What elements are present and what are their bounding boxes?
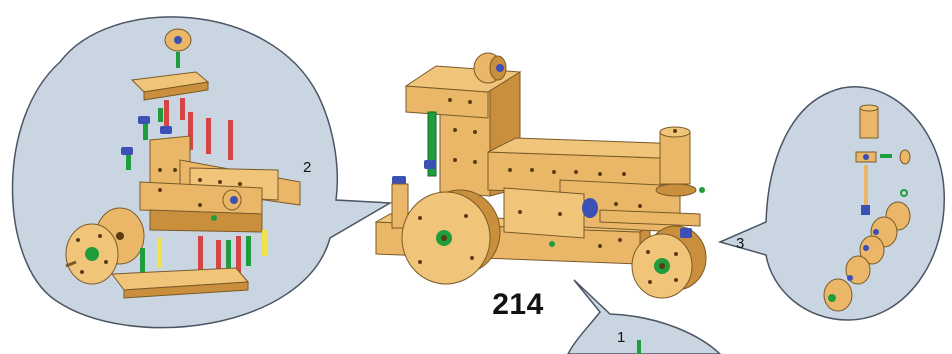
callout-2-label: 2 <box>303 160 311 175</box>
exploded-wheel-front <box>66 224 118 284</box>
top-small-wheel <box>165 29 191 51</box>
callout-1-label: 1 <box>617 330 625 345</box>
roof-wheel <box>474 53 506 83</box>
callout-3-label: 3 <box>736 236 744 251</box>
steamroller-model <box>376 53 706 298</box>
chimney <box>656 127 705 196</box>
model-number: 214 <box>458 288 578 322</box>
callout-1-part-axle <box>637 340 641 354</box>
rear-wheel <box>402 190 500 284</box>
